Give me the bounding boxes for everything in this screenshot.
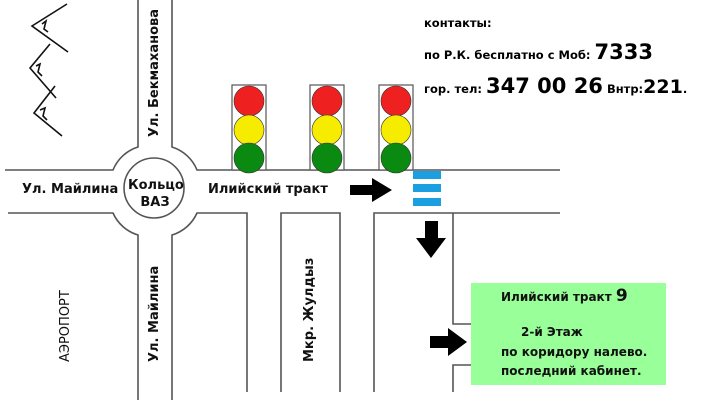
area-label-zhuldyz: Мкр. Жулдыз [302,257,317,362]
contacts-mobile: по Р.К. бесплатно с Моб: 7333 [424,40,653,64]
arrow-right-icon [430,328,467,356]
road-edge [5,0,139,171]
area-label-airport: АЭРОПОРТ [58,290,73,362]
ring-label-line2: ВАЗ [140,195,170,210]
ring-label-line1: Кольцо [128,178,184,193]
traffic-light-icon [309,84,345,174]
street-label-mailina-left: Ул. Майлина [22,182,119,197]
ring-center [123,157,185,219]
destination-box: Илийский тракт 9 2-й Этаж по коридору на… [471,283,666,385]
road-edge [171,212,248,400]
destination-floor: 2-й Этаж [521,325,583,339]
road-edge [452,213,472,325]
city-number: 347 00 26 [486,74,603,98]
address-number: 9 [615,286,628,306]
road-edge [171,0,560,171]
ext-prefix: Внтр: [606,82,644,96]
traffic-light-icon [231,84,267,174]
contacts-city: гор. тел: 347 00 26 Внтр:221. [424,74,687,98]
arrow-right-icon [350,178,392,202]
city-prefix: гор. тел: [424,82,482,96]
road-edge [8,212,139,400]
traffic-light-icon [378,84,414,174]
ext-number: 221 [643,76,683,98]
address-text: Илийский тракт [501,290,612,304]
contacts-heading: контакты: [424,16,492,30]
ring-label: Кольцо ВАЗ [128,177,184,211]
destination-address: Илийский тракт 9 [501,286,628,306]
road-edge [452,364,472,392]
destination-line3: последний кабинет. [501,364,642,378]
mobile-prefix: по Р.К. бесплатно с Моб: [424,48,591,62]
street-label-bekmakhanova: Ул. Бекмаханова [147,8,162,137]
mountain-logo-icon [28,3,69,137]
mobile-number: 7333 [594,40,653,64]
street-label-iliysky: Илийский тракт [208,182,328,197]
destination-line2: по коридору налево. [501,345,648,359]
street-label-mailina-bottom: Ул. Майлина [147,265,162,362]
road-edge [373,212,560,392]
road-edge [280,212,341,392]
ext-suffix: . [682,82,688,96]
crosswalk-icon [413,171,441,206]
arrow-down-icon [416,221,446,258]
